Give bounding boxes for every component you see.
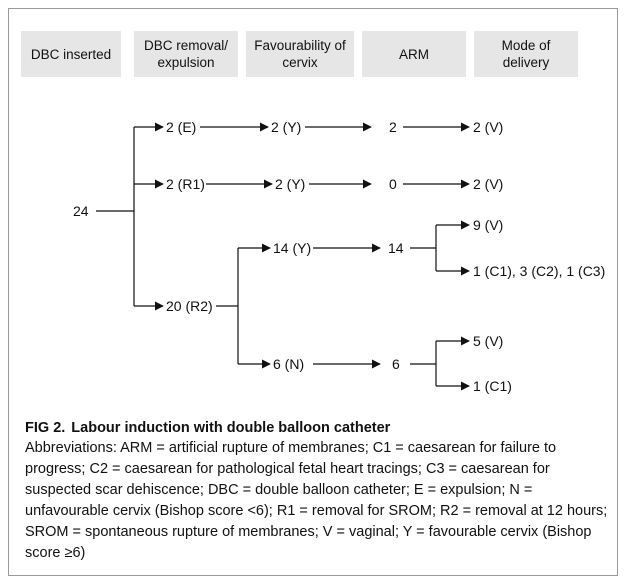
node-removal-srom-delivery: 2 (V): [473, 176, 504, 192]
node-unfavourable-arm: 6: [392, 356, 400, 372]
caption-title-text: Labour induction with double balloon cat…: [71, 420, 391, 436]
node-favourable-vaginal: 9 (V): [473, 217, 504, 233]
figure-caption: FIG 2. Labour induction with double ballo…: [25, 418, 615, 564]
node-removal-12h: 20 (R2): [166, 298, 213, 314]
figure-frame: [8, 8, 618, 576]
header-mode-of-delivery: Mode of delivery: [474, 31, 578, 77]
node-unfavourable-vaginal: 5 (V): [473, 333, 504, 349]
node-removal-srom-cervix: 2 (Y): [275, 176, 306, 192]
header-arm: ARM: [362, 31, 466, 77]
node-expulsion: 2 (E): [166, 119, 197, 135]
node-removal-srom: 2 (R1): [166, 176, 205, 192]
caption-abbreviations: Abbreviations: ARM = artificial rupture …: [25, 440, 608, 561]
node-removal-srom-arm: 0: [389, 176, 397, 192]
header-dbc-inserted: DBC inserted: [21, 31, 121, 77]
node-favourable-arm: 14: [388, 240, 404, 256]
node-expulsion-delivery: 2 (V): [473, 119, 504, 135]
node-favourable-cervix: 14 (Y): [273, 240, 312, 256]
caption-title: FIG 2. Labour induction with double ballo…: [25, 418, 615, 438]
header-dbc-removal: DBC removal/ expulsion: [134, 31, 238, 77]
header-favourability: Favourability of cervix: [246, 31, 354, 77]
node-unfavourable-caesarean: 1 (C1): [473, 378, 512, 394]
node-expulsion-cervix: 2 (Y): [271, 119, 302, 135]
caption-label: FIG 2.: [25, 420, 66, 436]
node-unfavourable-cervix: 6 (N): [273, 356, 305, 372]
node-favourable-caesarean: 1 (C1), 3 (C2), 1 (C3): [473, 263, 606, 279]
node-total-inserted: 24: [73, 203, 89, 219]
node-expulsion-arm: 2: [389, 119, 397, 135]
